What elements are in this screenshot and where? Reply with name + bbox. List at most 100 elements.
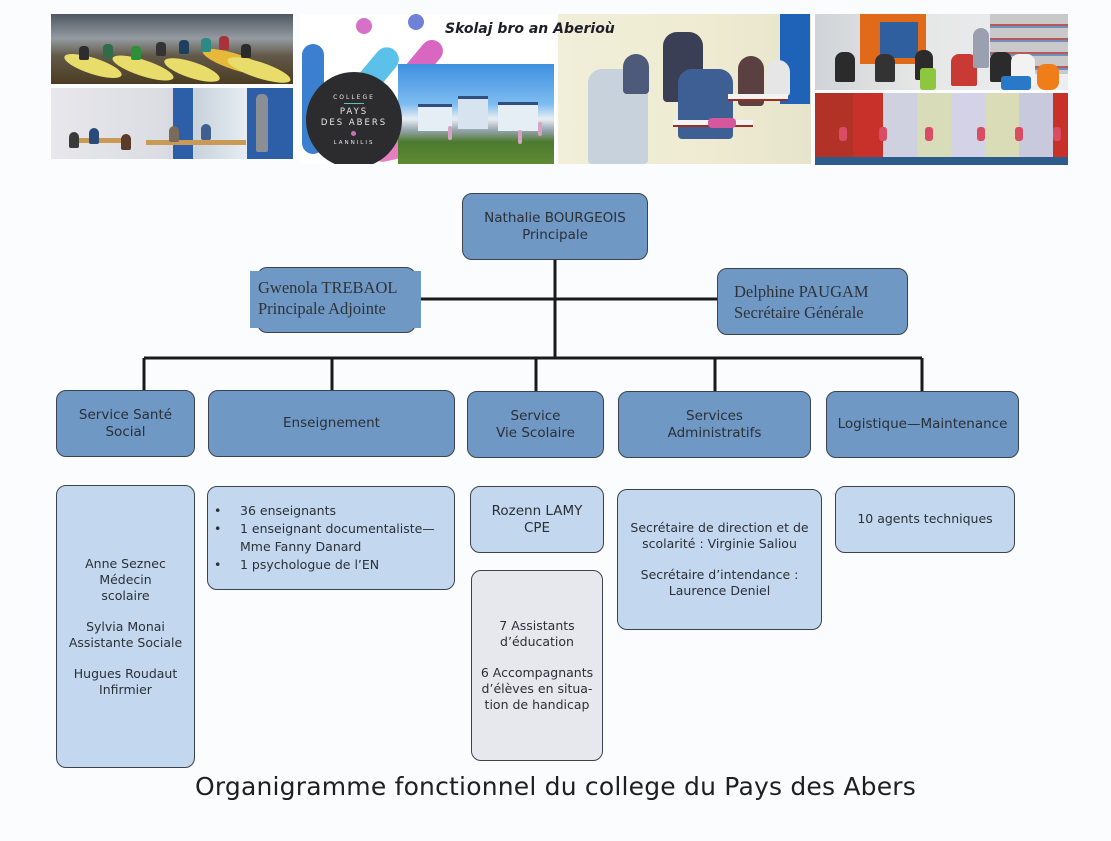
service-enseignement-header: Enseignement bbox=[208, 390, 455, 457]
dancer-figure bbox=[839, 127, 847, 141]
staff-line: Secrétaire de direction et de bbox=[630, 520, 809, 535]
service-title-line: Logistique—Maintenance bbox=[837, 416, 1008, 432]
staff-line: Anne Seznec bbox=[85, 555, 166, 571]
staff-line: d’élèves en situa- bbox=[481, 681, 593, 696]
desk bbox=[146, 140, 246, 145]
staff-line: Assistante Sociale bbox=[68, 634, 183, 650]
staff-line: Secrétaire d’intendance : bbox=[640, 567, 799, 582]
library-photo bbox=[815, 14, 1068, 90]
cpe-box: Rozenn LAMY CPE bbox=[470, 486, 604, 553]
staff-line: Sylvia Monai bbox=[86, 618, 165, 634]
desk bbox=[728, 94, 788, 101]
staff-line: scolaire bbox=[101, 587, 150, 603]
list-item: 1 psychologue de l’EN bbox=[214, 556, 454, 574]
logistique-staff-box: 10 agents techniques bbox=[835, 486, 1015, 553]
service-title-line: Services bbox=[686, 407, 743, 424]
dancer-figure bbox=[1015, 127, 1023, 141]
dancer-figure bbox=[977, 127, 985, 141]
deputy-box: Gwenola TREBAOL Principale Adjointe bbox=[250, 271, 421, 328]
decor-bubble bbox=[408, 14, 424, 30]
cpe-name: Rozenn LAMY bbox=[491, 502, 583, 519]
teacher-figure bbox=[973, 28, 989, 68]
person-figure bbox=[201, 38, 211, 52]
enseignement-list: 36 enseignants 1 enseignant documentalis… bbox=[208, 502, 454, 574]
gym-floor bbox=[815, 157, 1068, 165]
staff-line: Médecin bbox=[99, 571, 152, 587]
person-figure bbox=[79, 46, 89, 60]
logo-line-lannilis: LANNILIS bbox=[333, 140, 375, 146]
secretary-general-box: Delphine PAUGAM Secrétaire Générale bbox=[717, 268, 908, 335]
wall-band bbox=[917, 93, 951, 157]
service-title-line: Administratifs bbox=[667, 424, 762, 441]
wall-band bbox=[853, 93, 883, 157]
service-logistique-header: Logistique—Maintenance bbox=[826, 391, 1019, 458]
chair bbox=[920, 68, 936, 90]
student-figure bbox=[835, 52, 855, 82]
principal-box: Nathalie BOURGEOIS Principale bbox=[462, 193, 648, 260]
dancer-figure bbox=[925, 127, 933, 141]
wall-band bbox=[1019, 93, 1053, 157]
chair bbox=[1001, 76, 1031, 90]
service-vie-scolaire-header: Service Vie Scolaire bbox=[467, 391, 604, 458]
secretary-general-name: Delphine PAUGAM bbox=[734, 281, 869, 301]
dancer-figure bbox=[1053, 127, 1061, 141]
cpe-role: CPE bbox=[523, 519, 551, 536]
service-administratifs-header: Services Administratifs bbox=[618, 391, 811, 458]
logo-line-des-abers: DES ABERS bbox=[320, 118, 388, 128]
logo-dot bbox=[351, 131, 356, 136]
students-working-photo bbox=[558, 14, 811, 164]
kayak-photo bbox=[51, 14, 293, 84]
building-wing bbox=[498, 102, 538, 131]
student-figure bbox=[990, 52, 1012, 82]
gym-photo bbox=[815, 93, 1068, 165]
teacher-figure bbox=[256, 94, 268, 152]
staff-line: d’éducation bbox=[500, 634, 574, 649]
service-sante-social-header: Service Santé Social bbox=[56, 390, 195, 457]
curtain bbox=[247, 88, 293, 159]
principal-role: Principale bbox=[522, 226, 588, 243]
student-figure bbox=[121, 134, 131, 150]
service-title-line: Service Santé bbox=[78, 406, 173, 423]
classroom-photo bbox=[51, 88, 293, 159]
secretary-general-role: Secrétaire Générale bbox=[734, 302, 864, 322]
person-figure bbox=[241, 44, 251, 58]
school-building-image bbox=[398, 64, 554, 164]
student-figure bbox=[623, 54, 649, 94]
person-figure bbox=[131, 46, 141, 60]
logo-line-college: COLLEGE bbox=[333, 94, 375, 101]
staff-line: 10 agents techniques bbox=[857, 511, 993, 526]
staff-line: tion de handicap bbox=[484, 697, 590, 712]
principal-name: Nathalie BOURGEOIS bbox=[484, 209, 626, 226]
wall-band bbox=[883, 93, 917, 157]
list-item: 36 enseignants bbox=[214, 502, 454, 520]
staff-line: Infirmier bbox=[99, 681, 152, 697]
wall-band bbox=[1053, 93, 1068, 157]
flower bbox=[518, 130, 522, 144]
flower bbox=[538, 122, 542, 136]
school-building-photo: COLLEGE PAYS DES ABERS LANNILIS bbox=[300, 14, 555, 164]
student-figure bbox=[951, 54, 977, 86]
dancer-figure bbox=[879, 127, 887, 141]
service-title-line: Social bbox=[105, 423, 146, 440]
chair bbox=[1037, 64, 1059, 90]
door bbox=[880, 22, 918, 58]
list-item: 1 enseignant documentaliste—Mme Fanny Da… bbox=[214, 520, 454, 556]
flower bbox=[448, 126, 452, 140]
wall-band bbox=[951, 93, 985, 157]
student-figure bbox=[875, 54, 895, 82]
service-title-line: Enseignement bbox=[283, 415, 380, 431]
person-figure bbox=[179, 40, 189, 54]
vie-scolaire-assistants-box: 7 Assistants d’éducation 6 Accompagnants… bbox=[471, 570, 603, 761]
staff-line: Laurence Deniel bbox=[668, 583, 771, 598]
chart-caption: Organigramme fonctionnel du college du P… bbox=[194, 772, 917, 801]
decor-bubble bbox=[356, 18, 372, 34]
building-wing bbox=[418, 104, 452, 131]
staff-line: Hugues Roudaut bbox=[73, 665, 178, 681]
desk bbox=[71, 138, 131, 143]
administratifs-staff-box: Secrétaire de direction et de scolarité … bbox=[617, 489, 822, 630]
service-title-line: Service bbox=[510, 407, 561, 424]
student-figure bbox=[766, 60, 790, 96]
student-figure bbox=[201, 124, 211, 140]
person-figure bbox=[156, 42, 166, 56]
